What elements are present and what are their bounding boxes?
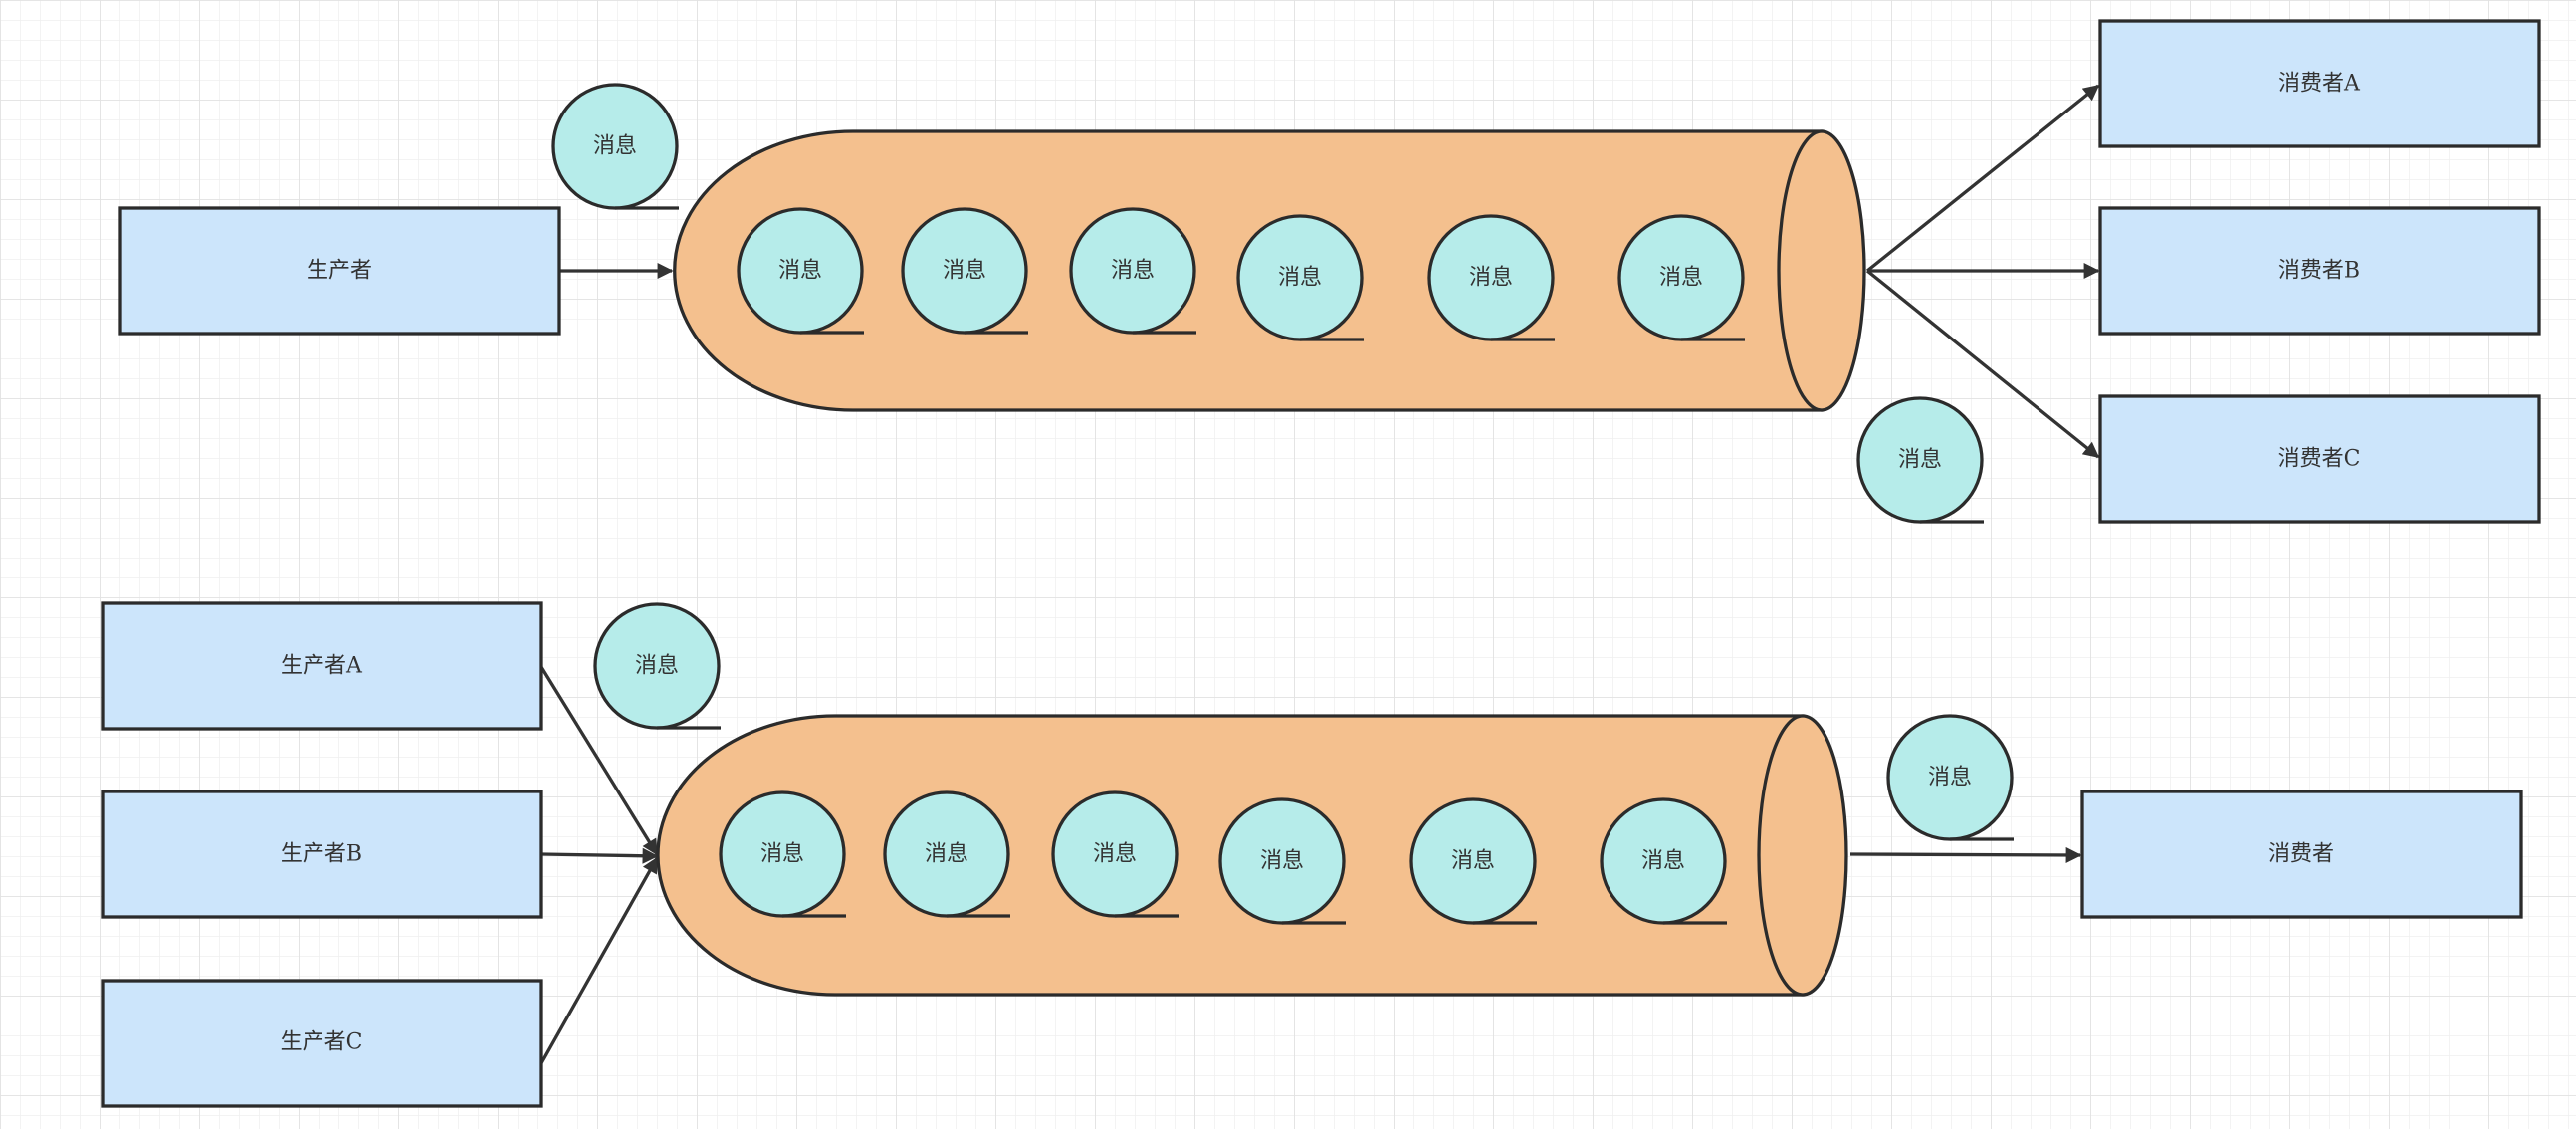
top-queue-message: 消息 (1427, 214, 1555, 341)
message-label: 消息 (1641, 849, 1685, 874)
message-label: 消息 (1451, 849, 1495, 874)
message-label: 消息 (1469, 266, 1513, 291)
producer-a-arrow (539, 666, 659, 856)
bottom-queue-message: 消息 (883, 790, 1010, 918)
message-label: 消息 (1093, 842, 1137, 867)
top-queue-end-cap (1777, 129, 1866, 412)
top-queue-message: 消息 (1069, 207, 1196, 335)
message-label: 消息 (760, 842, 804, 867)
producer-b-arrow (540, 847, 659, 864)
top-incoming-message: 消息 (551, 83, 679, 210)
message-label: 消息 (1928, 766, 1972, 790)
consumer-b-box[interactable]: 消费者B (2098, 206, 2541, 336)
bottom-queue-message: 消息 (719, 790, 846, 918)
message-label: 消息 (778, 259, 822, 284)
consumer-c-label: 消费者C (2278, 447, 2361, 472)
bottom-queue-end-cap (1757, 714, 1848, 997)
top-diagram: 生产者 消息 消息 消息 消息 (118, 19, 2541, 524)
producer-c-arrow (539, 856, 659, 1064)
message-label: 消息 (593, 134, 637, 159)
bottom-consumer-arrow (1849, 846, 2082, 863)
top-queue-message: 消息 (1236, 214, 1364, 341)
producer-b-box[interactable]: 生产者B (101, 790, 543, 919)
producer-a-box[interactable]: 生产者A (101, 601, 543, 731)
bottom-queue-message: 消息 (1051, 790, 1179, 918)
bottom-queue-message: 消息 (1409, 797, 1537, 925)
message-label: 消息 (1659, 266, 1703, 291)
consumer-a-box[interactable]: 消费者A (2098, 19, 2541, 148)
consumer-a-label: 消费者A (2278, 72, 2361, 97)
top-outgoing-message: 消息 (1856, 396, 1984, 524)
message-label: 消息 (925, 842, 968, 867)
consumer-b-label: 消费者B (2278, 259, 2360, 284)
bottom-queue-message: 消息 (1600, 797, 1727, 925)
bottom-consumer-box[interactable]: 消费者 (2080, 790, 2523, 919)
top-consumer-c-arrow (1865, 269, 2100, 459)
bottom-queue-message: 消息 (1218, 797, 1346, 925)
producer-b-label: 生产者B (281, 842, 362, 867)
producer-label: 生产者 (307, 259, 372, 284)
message-label: 消息 (635, 654, 679, 679)
bottom-consumer-label: 消费者 (2268, 842, 2334, 867)
bottom-diagram: 生产者A 生产者B 生产者C 消息 消息 消息 (101, 601, 2523, 1108)
message-label: 消息 (1278, 266, 1322, 291)
top-queue-message: 消息 (1617, 214, 1745, 341)
producer-c-box[interactable]: 生产者C (101, 979, 543, 1108)
top-queue-message: 消息 (901, 207, 1028, 335)
top-queue-message: 消息 (737, 207, 864, 335)
consumer-c-box[interactable]: 消费者C (2098, 394, 2541, 524)
message-label: 消息 (1111, 259, 1155, 284)
message-label: 消息 (943, 259, 986, 284)
producer-c-label: 生产者C (281, 1030, 363, 1055)
bottom-outgoing-message: 消息 (1886, 714, 2014, 841)
top-consumer-a-arrow (1865, 84, 2100, 273)
message-label: 消息 (1898, 448, 1942, 473)
bottom-incoming-message: 消息 (593, 602, 721, 730)
producer-box[interactable]: 生产者 (118, 206, 561, 336)
message-label: 消息 (1260, 849, 1304, 874)
producer-a-label: 生产者A (281, 654, 363, 679)
